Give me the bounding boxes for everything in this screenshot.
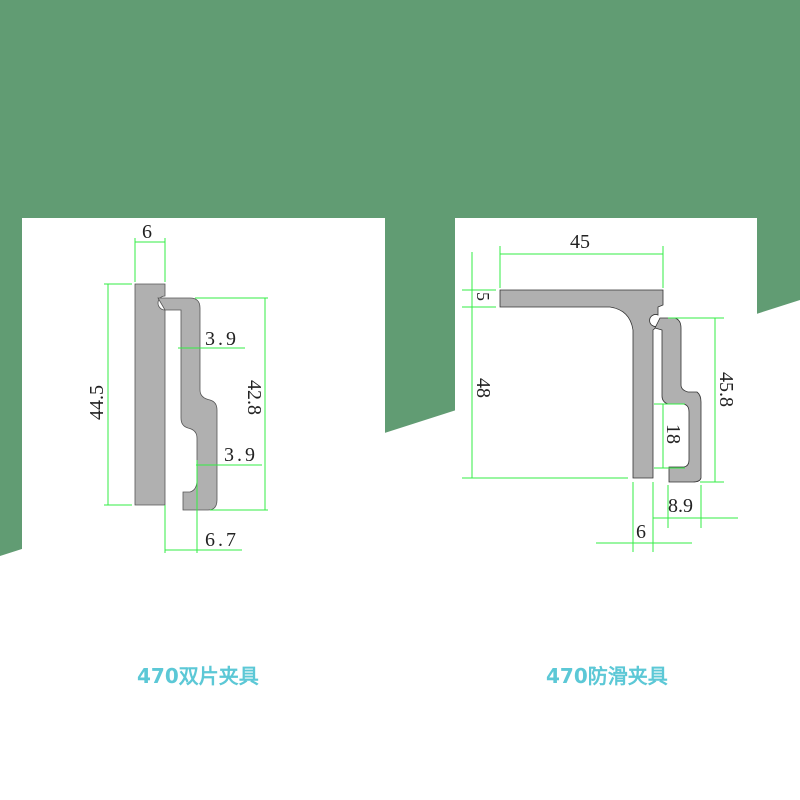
dim-top-width: 45: [570, 231, 590, 253]
dim-leg-height: 48: [472, 378, 494, 398]
right-dimension-lines: [462, 246, 738, 552]
right-diagram-panel: [455, 218, 757, 566]
dim-clip-height: 45.8: [715, 372, 737, 407]
left-caption: 470双片夹具: [137, 664, 259, 688]
left-dimension-lines: [104, 238, 268, 553]
dim-upper-thickness: 3.9: [205, 328, 239, 350]
dim-top-width: 6: [142, 221, 152, 243]
dim-left-height: 44.5: [86, 385, 108, 420]
dim-slot-height: 18: [662, 424, 684, 444]
dim-clip-width: 8.9: [668, 495, 693, 517]
left-profile: [134, 283, 218, 511]
dim-lower-thickness: 3.9: [224, 444, 258, 466]
dim-bottom-gap: 6.7: [205, 529, 239, 551]
dim-clip-height: 42.8: [243, 380, 265, 415]
dim-plate-thickness: 5: [473, 292, 493, 301]
right-profile: [499, 289, 702, 483]
dim-leg-width: 6: [636, 521, 646, 543]
right-caption: 470防滑夹具: [546, 664, 668, 688]
